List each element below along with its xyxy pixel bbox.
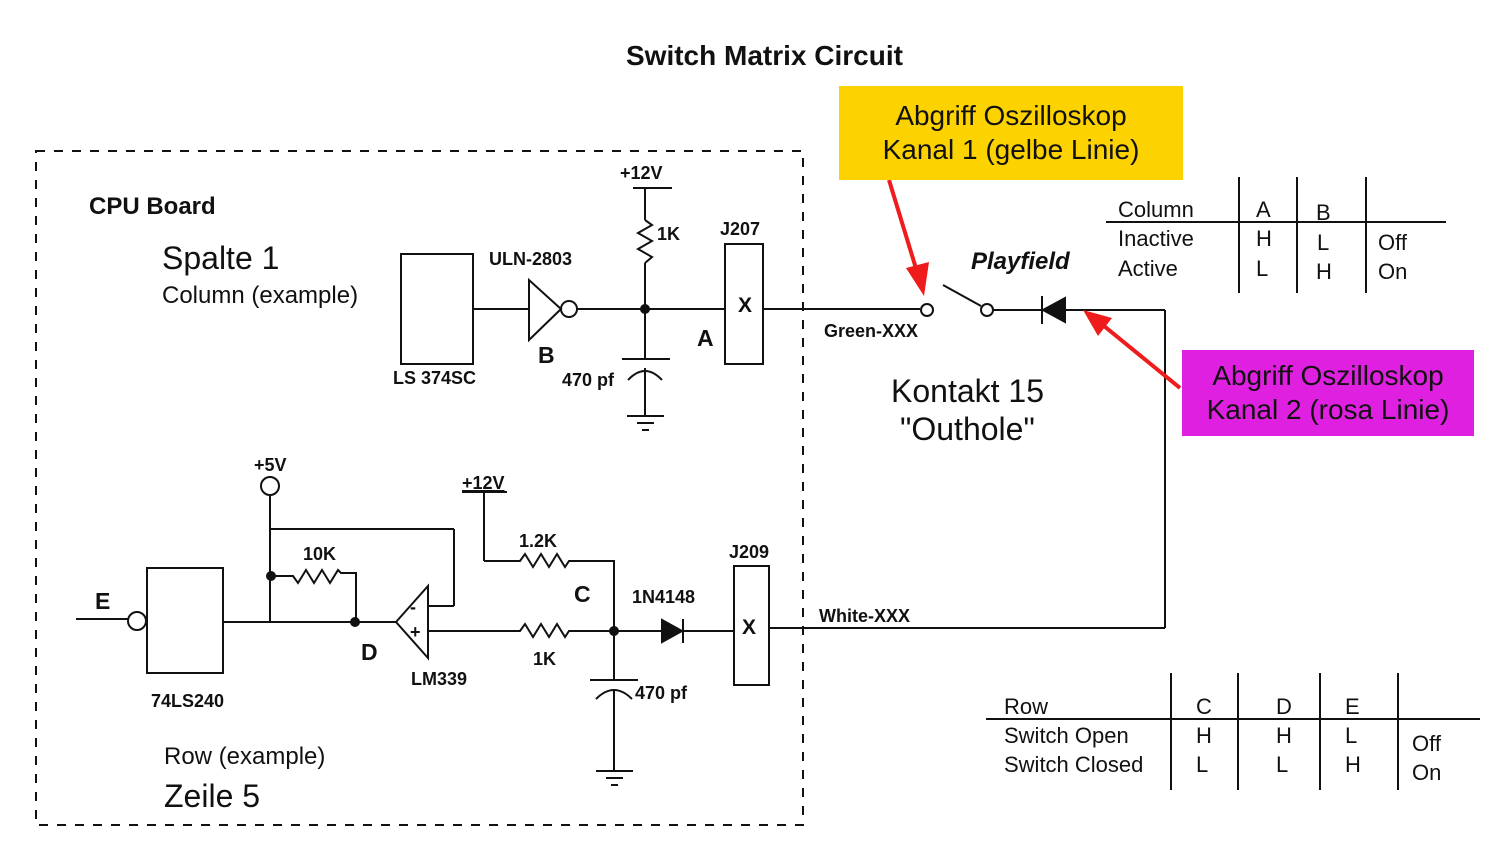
column-table-cell: H [1316,259,1332,284]
column-table-cell: Active [1118,256,1178,281]
comparator-plus: + [410,622,421,642]
callout-line: Abgriff Oszilloskop [1212,360,1444,392]
capacitor-label: 470 pf [562,370,615,390]
row-table-header: D [1276,694,1292,719]
j207-connector [724,243,764,365]
green-wire-label: Green-XXX [824,321,919,341]
column-table-cell: H [1256,226,1272,251]
playfield-switch-lever [942,284,982,307]
callout-line: Kanal 1 (gelbe Linie) [882,134,1140,165]
arrow-channel1-head [906,262,929,296]
lm339-comparator [394,583,429,661]
1n4148-diode [661,618,685,644]
contact-description: "Outhole" [900,411,1035,447]
playfield-label: Playfield [971,248,1070,275]
row-table-cell: Switch Closed [1004,752,1144,777]
column-subtitle: Column (example) [162,282,359,309]
node-e-label: E [95,588,111,614]
ls374-chip [400,253,474,365]
comparator-minus: - [410,597,416,617]
contact-name: Kontakt 15 [891,373,1044,409]
column-table-header: B [1316,200,1331,225]
resistor-1k [635,219,655,264]
inverter-bubble [560,300,578,318]
white-wire-label: White-XXX [819,606,911,626]
j209-label: J209 [729,542,770,562]
oscilloscope-channel2-callout: Abgriff Oszilloskop Kanal 2 (rosa Linie) [1182,350,1474,436]
arrow-channel2-shaft [1102,324,1182,390]
supply-5v-label: +5V [254,455,287,475]
node-c-label: C [574,581,591,607]
resistor-10k-label: 10K [303,544,337,564]
row-table-cell: H [1196,723,1212,748]
row-table-cell: Off [1412,731,1441,756]
node-b-label: B [538,342,555,368]
74ls240-label: 74LS240 [151,691,225,711]
row-subtitle: Row (example) [164,743,326,770]
resistor-1-2k-label: 1.2K [519,531,558,551]
node-a-label: A [697,325,714,351]
column-table-cell: L [1317,230,1330,255]
uln2803-inverter [528,277,563,343]
junction-dot [350,617,360,627]
buffer-bubble [127,611,147,631]
row-table-cell: On [1412,760,1442,785]
row-table-cell: L [1345,723,1358,748]
column-table-cell: Inactive [1118,226,1194,251]
resistor-1k-row [508,622,614,639]
row-table-cell: H [1345,752,1361,777]
resistor-1k-row-label: 1K [533,649,557,669]
switch-terminal [920,303,934,317]
cpu-board-boundary [35,150,804,826]
j207-label: J207 [720,219,761,239]
row-table-header: E [1345,694,1360,719]
oscilloscope-channel1-callout: Abgriff Oszilloskop Kanal 1 (gelbe Linie… [839,86,1183,180]
lm339-label: LM339 [411,669,468,689]
resistor-1k-label: 1K [657,224,681,244]
ls374-label: LS 374SC [393,368,477,388]
row-table-cell: L [1196,752,1209,777]
supply-12v-row-label: +12V [462,473,505,493]
row-table-cell: L [1276,752,1289,777]
callout-line: Kanal 2 (rosa Linie) [1206,394,1450,425]
column-table-cell: On [1378,259,1408,284]
resistor-10k [271,568,357,622]
row-table-cell: H [1276,723,1292,748]
switch-terminal [980,303,994,317]
uln2803-label: ULN-2803 [489,249,573,269]
j207-mark: X [738,294,753,317]
column-table-header: Column [1118,197,1194,222]
column-title: Spalte 1 [162,240,280,276]
arrow-channel1-shaft [887,179,920,276]
row-table-header: Row [1004,694,1049,719]
column-table-cell: Off [1378,230,1407,255]
column-table-cell: L [1256,256,1269,281]
resistor-1-2k [484,552,615,631]
row-table-cell: Switch Open [1004,723,1129,748]
diagram-title: Switch Matrix Circuit [626,40,903,71]
j209-mark: X [742,616,757,639]
74ls240-chip [146,567,224,674]
column-table-header: A [1256,197,1271,222]
supply-5v-terminal [260,476,280,496]
node-d-label: D [361,639,378,665]
capacitor-row-label: 470 pf [635,683,688,703]
row-table-header: C [1196,694,1212,719]
playfield-diode [1040,296,1066,324]
supply-12v-label: +12V [620,163,663,183]
callout-line: Abgriff Oszilloskop [895,100,1127,132]
j209-connector [733,565,770,686]
row-title: Zeile 5 [164,778,261,814]
arrow-channel2-head [1083,310,1112,336]
cpu-board-label: CPU Board [89,193,216,220]
diode-1n4148-label: 1N4148 [632,587,696,607]
